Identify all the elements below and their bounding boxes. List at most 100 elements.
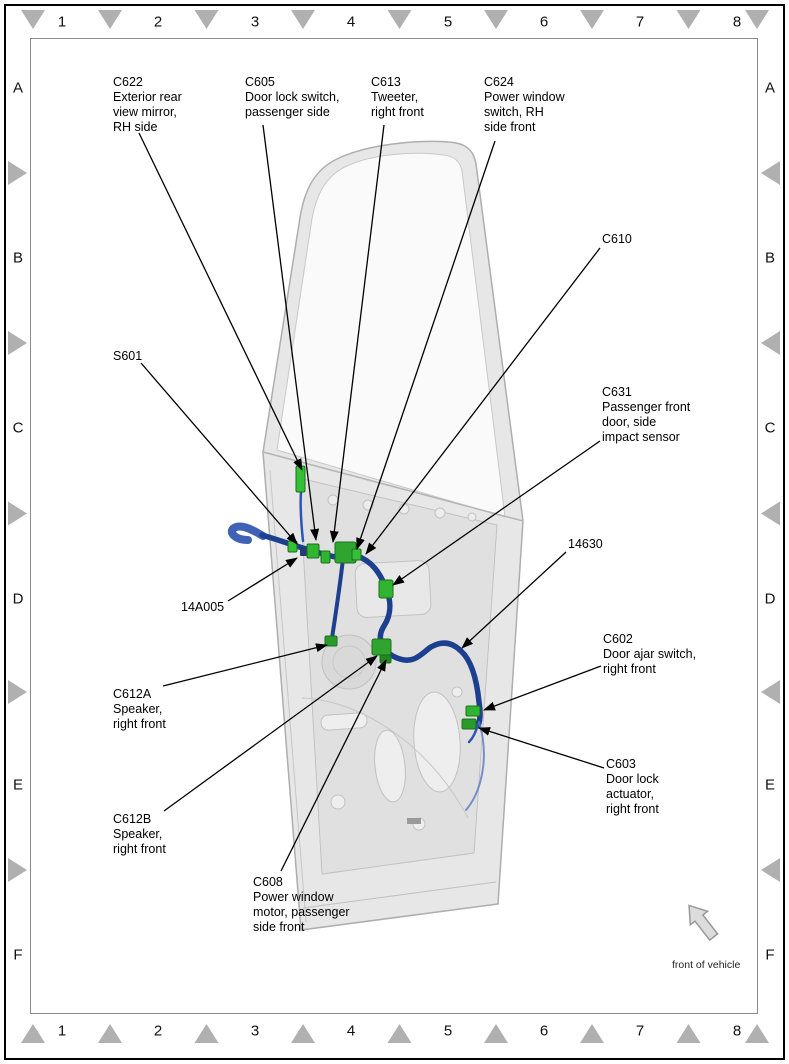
grid-col-3-bottom: 3 [250, 1022, 260, 1040]
front-of-vehicle-label: front of vehicle [672, 959, 741, 971]
grid-col-8-top: 8 [732, 13, 742, 31]
grid-row-B-left: B [12, 249, 24, 267]
grid-marker-icon [21, 1024, 45, 1043]
grid-marker-icon [8, 331, 27, 355]
connector-c602 [465, 705, 481, 717]
grid-col-7-top: 7 [635, 13, 645, 31]
grid-col-3-top: 3 [250, 13, 260, 31]
grid-row-D-right: D [764, 590, 776, 608]
leader-line-C605 [262, 124, 320, 541]
grid-col-6-top: 6 [539, 13, 549, 31]
callout-C610: C610 [602, 232, 632, 246]
grid-col-5-top: 5 [443, 13, 453, 31]
connector-c612a [324, 635, 338, 647]
grid-row-C-left: C [12, 419, 24, 437]
grid-marker-icon [745, 10, 769, 29]
leader-line-C610 [365, 247, 601, 555]
grid-col-6-bottom: 6 [539, 1022, 549, 1040]
grid-marker-icon [745, 1024, 769, 1043]
grid-marker-icon [21, 10, 45, 29]
grid-row-F-left: F [13, 946, 23, 964]
harness-speaker-branch [330, 557, 345, 640]
grid-marker-icon [194, 10, 219, 29]
grid-marker-icon [194, 1024, 219, 1043]
leader-line-C612B [163, 655, 378, 812]
leader-line-C603 [478, 727, 605, 769]
grid-row-F-right: F [765, 946, 775, 964]
grid-col-1-top: 1 [57, 13, 67, 31]
grid-col-4-bottom: 4 [346, 1022, 356, 1040]
grid-marker-icon [484, 1024, 508, 1043]
harness-mirror-branch [299, 490, 305, 543]
grid-markers [8, 10, 780, 1043]
grid-row-A-right: A [764, 79, 776, 97]
grid-marker-icon [98, 1024, 122, 1043]
connector-c605 [306, 543, 320, 559]
connector-c610 [351, 548, 362, 561]
leader-line-C631 [392, 440, 601, 586]
grid-marker-icon [291, 10, 315, 29]
connector-c613 [320, 550, 331, 564]
grid-marker-icon [8, 680, 27, 704]
callout-S601: S601 [113, 349, 143, 363]
grid-marker-icon [580, 1024, 604, 1043]
callout-14A005: 14A005 [181, 600, 225, 614]
grid-marker-icon [761, 331, 780, 355]
grid-marker-icon [676, 10, 701, 29]
leader-line-C613 [329, 124, 385, 543]
grid-col-2-top: 2 [153, 13, 163, 31]
grid-marker-icon [387, 10, 412, 29]
grid-marker-icon [761, 680, 780, 704]
grid-row-A-left: A [12, 79, 24, 97]
grid-marker-icon [676, 1024, 701, 1043]
door-illustration [262, 140, 524, 931]
leader-line-14A005 [227, 557, 298, 602]
leader-line-C622 [138, 132, 303, 471]
grid-marker-icon [761, 501, 780, 526]
grid-marker-icon [8, 501, 27, 526]
leader-line-C602 [483, 665, 602, 711]
leader-line-C624 [356, 140, 496, 550]
grid-row-C-right: C [764, 419, 776, 437]
grid-marker-icon [387, 1024, 412, 1043]
grid-col-2-bottom: 2 [153, 1022, 163, 1040]
grid-row-E-right: E [764, 776, 776, 794]
connector-c622 [295, 465, 306, 493]
grid-col-4-top: 4 [346, 13, 356, 31]
connectors [287, 465, 481, 730]
leader-line-C608 [280, 659, 387, 872]
grid-row-E-left: E [12, 776, 24, 794]
connector-c608 [371, 638, 392, 656]
connector-c603 [461, 718, 477, 730]
leader-lines [138, 124, 605, 872]
grid-marker-icon [98, 10, 122, 29]
front-of-vehicle-arrow-icon [688, 904, 719, 942]
grid-marker-icon [484, 10, 508, 29]
leader-line-C612A [162, 643, 328, 687]
grid-col-7-bottom: 7 [635, 1022, 645, 1040]
grid-marker-icon [8, 161, 27, 185]
grid-col-8-bottom: 8 [732, 1022, 742, 1040]
grid-marker-icon [580, 10, 604, 29]
grid-row-D-left: D [12, 590, 24, 608]
leader-line-S601 [140, 362, 298, 545]
leader-line-14630 [461, 551, 567, 649]
grid-row-B-right: B [764, 249, 776, 267]
grid-col-1-bottom: 1 [57, 1022, 67, 1040]
window-glass [276, 152, 506, 518]
grid-marker-icon [761, 858, 780, 882]
grid-marker-icon [8, 858, 27, 882]
grid-marker-icon [761, 161, 780, 185]
